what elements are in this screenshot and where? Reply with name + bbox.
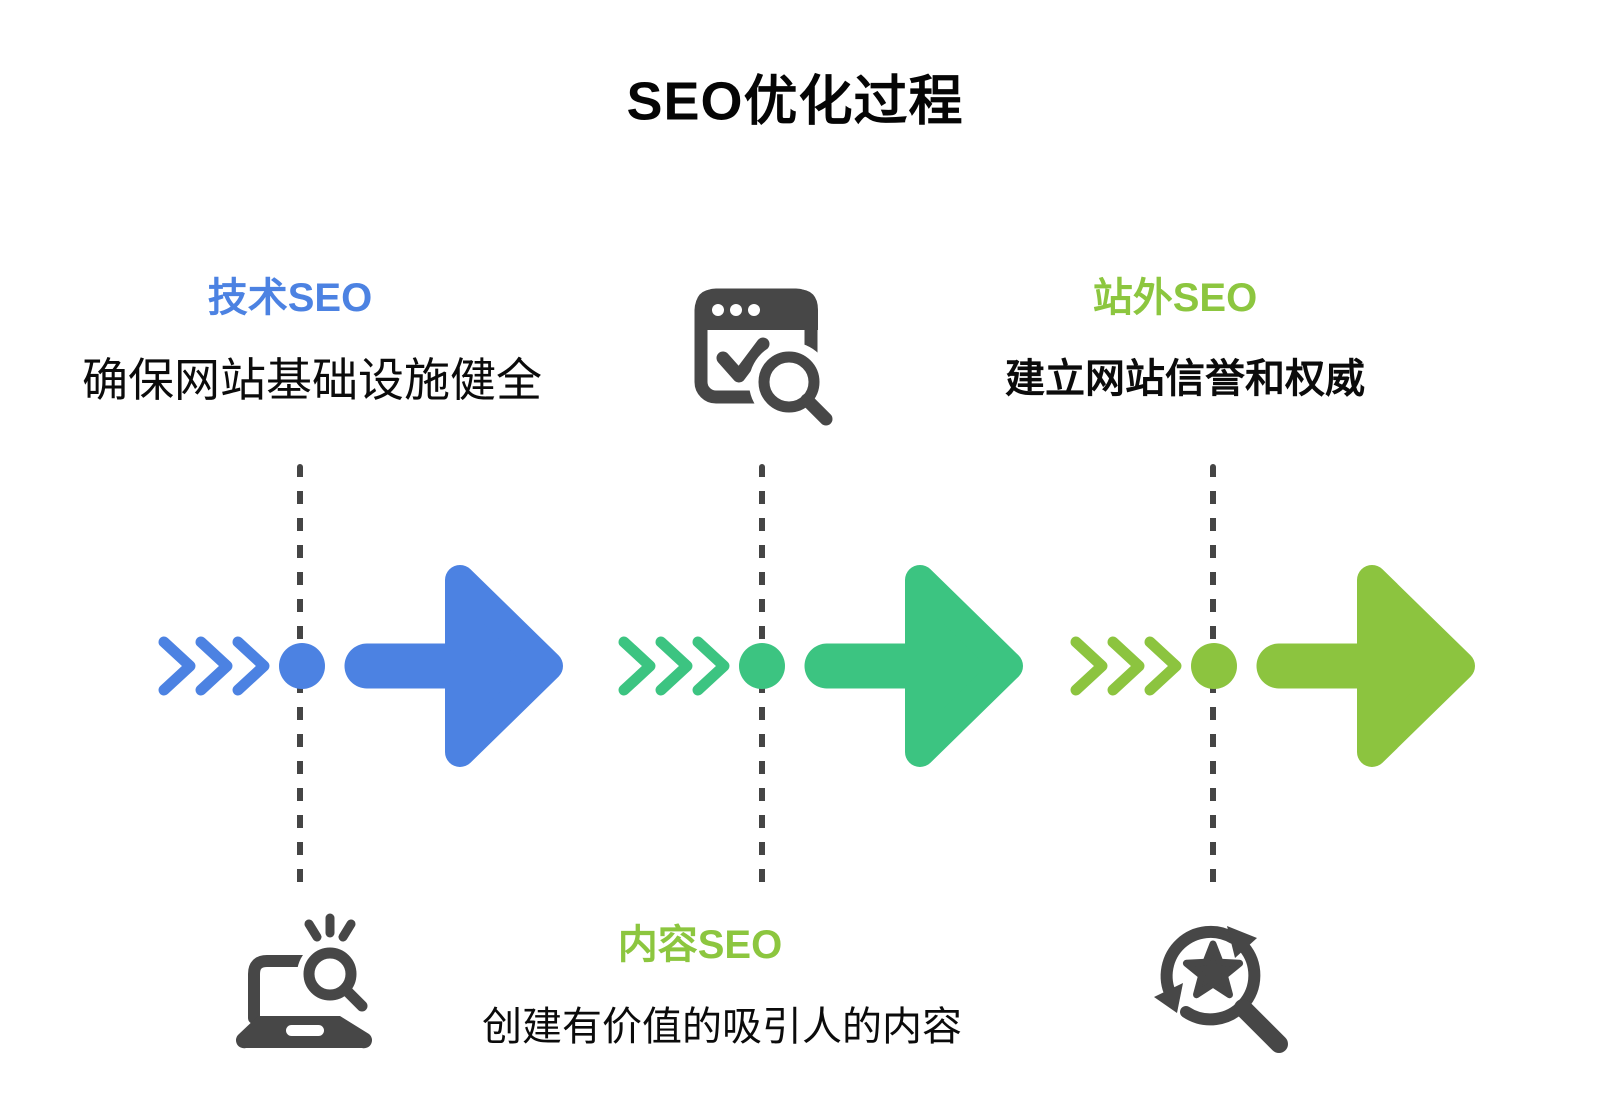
stage-1-label: 技术SEO <box>207 276 373 320</box>
magnifier-handle <box>339 983 368 1012</box>
laptop-search-icon <box>235 913 373 1049</box>
laptop-screen <box>248 955 318 1024</box>
flow-arrow-stage-1 <box>152 556 572 776</box>
flow-arrow-stage-2 <box>612 556 1032 776</box>
page-title: SEO优化过程 <box>626 71 964 132</box>
refresh-arc-top <box>1160 925 1239 1001</box>
arrowhead-bottom-left <box>1154 983 1183 1013</box>
flow-arrow-stage-3 <box>1064 556 1484 776</box>
magnifier-lens <box>303 947 357 1001</box>
stage-3-label: 站外SEO <box>1092 276 1258 320</box>
checkmark-icon <box>716 337 770 383</box>
sparkle-rays <box>304 913 356 942</box>
magnifier-handle <box>1234 999 1288 1053</box>
magnifier-handle <box>800 393 833 426</box>
stage-3-description: 建立网站信誉和权威 <box>1005 357 1365 401</box>
arrowhead-top-right <box>1227 926 1257 958</box>
browser-check-search-icon <box>694 288 833 426</box>
stage-2-description: 创建有价值的吸引人的内容 <box>482 1005 962 1049</box>
magnifier-lens <box>758 351 820 413</box>
star-icon <box>1182 940 1244 999</box>
stage-1-description: 确保网站基础设施健全 <box>82 354 542 406</box>
stage-2-label: 内容SEO <box>617 923 783 967</box>
laptop-base-slot <box>286 1025 324 1036</box>
star-search-refresh-icon <box>1154 925 1288 1053</box>
